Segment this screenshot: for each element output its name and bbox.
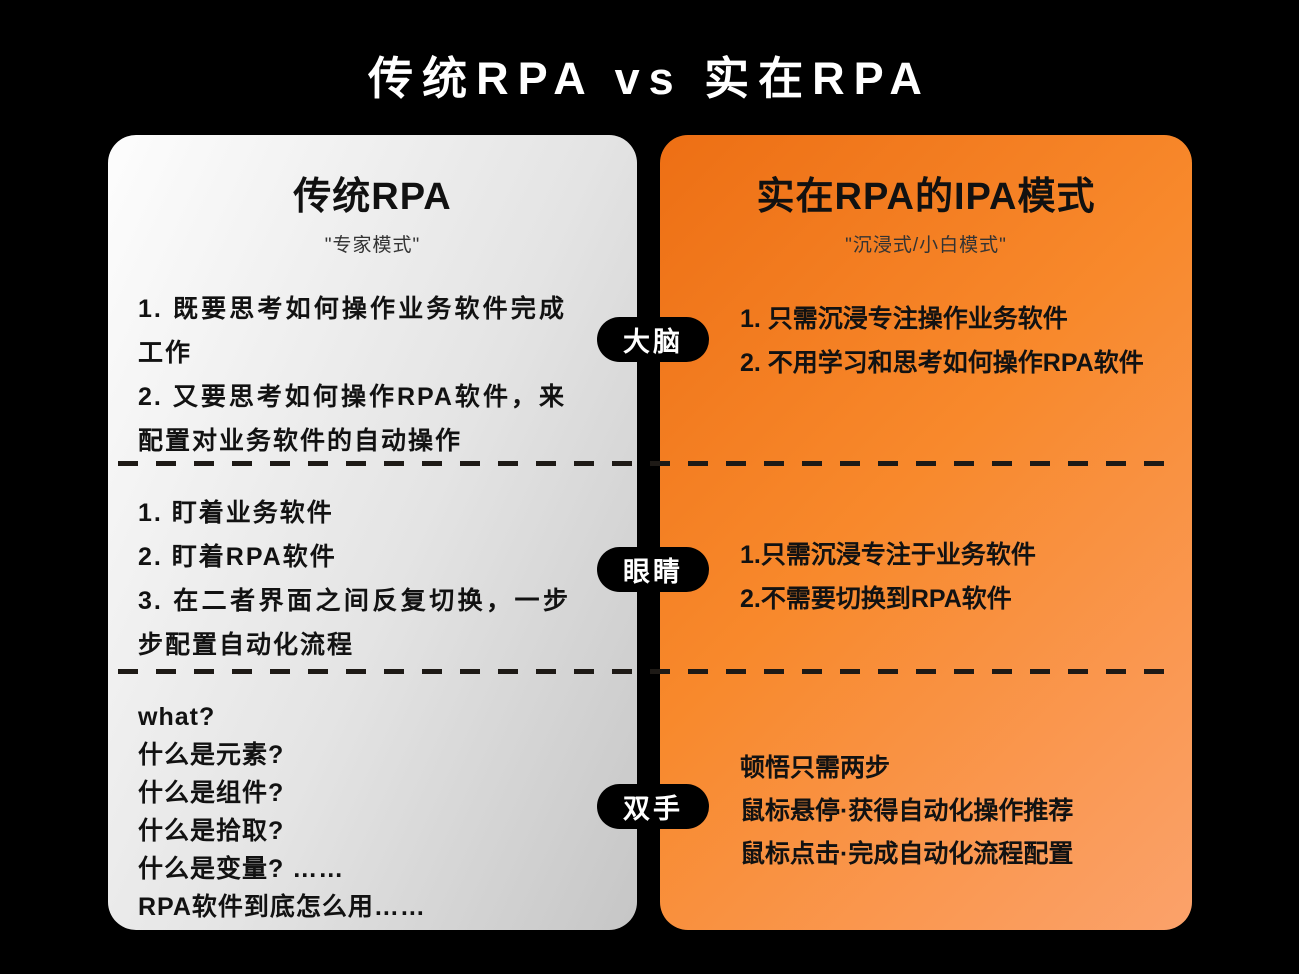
text-line: RPA软件到底怎么用…… [138,893,426,921]
shizai-hands-text: 顿悟只需两步鼠标悬停·获得自动化操作推荐鼠标点击·完成自动化流程配置 [740,747,1185,876]
page-title: 传统RPA vs 实在RPA [368,53,931,104]
text-line: 什么是拾取? [138,817,285,845]
traditional-brain-text: 1. 既要思考如何操作业务软件完成工作 2. 又要思考如何操作RPA软件，来配置对… [138,287,566,463]
text-line: what? [138,703,216,731]
text-line: 2. 盯着RPA软件 [138,543,337,571]
text-line: 3. 在二者界面之间反复切换，一步步配置自动化流程 [138,587,570,659]
traditional-hands-text: what? 什么是元素? 什么是组件? 什么是拾取? 什么是变量? …… RPA软件到底怎… [138,698,603,926]
text-line: 鼠标悬停·获得自动化操作推荐 [740,797,1074,825]
shizai-brain-text: 1. 只需沉浸专注操作业务软件 2. 不用学习和思考如何操作RPA软件 [740,297,1185,385]
traditional-eyes-text: 1. 盯着业务软件 2. 盯着RPA软件 3. 在二者界面之间反复切换，一步步配置自… [138,491,570,667]
text-line: 1. 既要思考如何操作业务软件完成工作 [138,295,566,367]
text-line: 1. 盯着业务软件 [138,499,334,527]
badge-hands: 双手 [597,784,709,829]
dashed-divider-top [118,461,1182,466]
text-line: 2. 不用学习和思考如何操作RPA软件 [740,349,1144,377]
badge-brain: 大脑 [597,317,709,362]
traditional-rpa-header: 传统RPA "专家模式" [108,165,637,257]
text-line: 鼠标点击·完成自动化流程配置 [740,840,1074,868]
text-line: 1. 只需沉浸专注操作业务软件 [740,305,1068,333]
shizai-rpa-header: 实在RPA的IPA模式 "沉浸式/小白模式" [660,165,1192,257]
text-line: 1.只需沉浸专注于业务软件 [740,541,1036,569]
text-line: 什么是变量? …… [138,855,345,883]
shizai-eyes-text: 1.只需沉浸专注于业务软件 2.不需要切换到RPA软件 [740,533,1185,621]
shizai-rpa-panel: 实在RPA的IPA模式 "沉浸式/小白模式" 1. 只需沉浸专注操作业务软件 2.… [660,135,1192,930]
traditional-rpa-subtitle: "专家模式" [324,235,421,256]
text-line: 2. 又要思考如何操作RPA软件，来配置对业务软件的自动操作 [138,383,566,455]
text-line: 2.不需要切换到RPA软件 [740,585,1012,613]
text-line: 什么是组件? [138,779,285,807]
text-line: 什么是元素? [138,741,285,769]
badge-eyes: 眼睛 [597,547,709,592]
shizai-rpa-title: 实在RPA的IPA模式 [756,176,1096,218]
text-line: 顿悟只需两步 [740,754,891,782]
traditional-rpa-panel: 传统RPA "专家模式" 1. 既要思考如何操作业务软件完成工作 2. 又要思考如… [108,135,637,930]
traditional-rpa-title: 传统RPA [293,176,452,218]
dashed-divider-bottom [118,669,1182,674]
shizai-rpa-subtitle: "沉浸式/小白模式" [845,235,1007,256]
